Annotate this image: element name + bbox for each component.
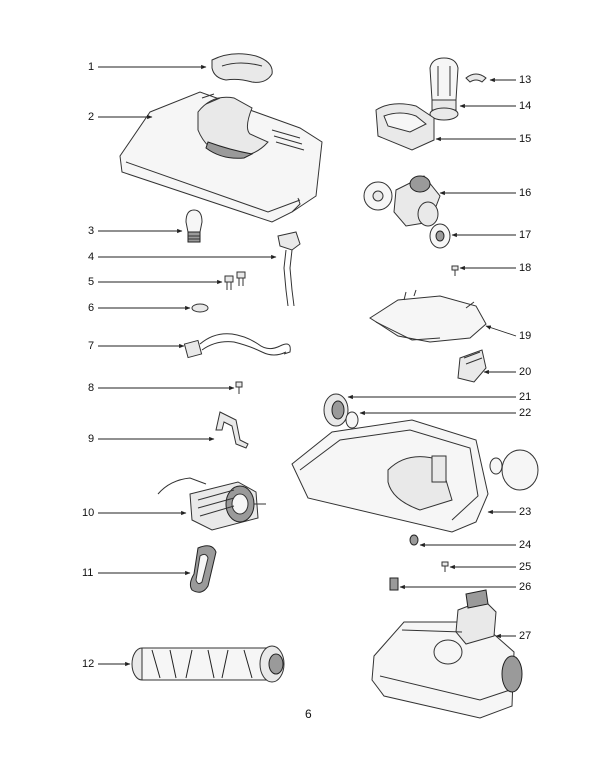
callout-10: 10 — [82, 507, 95, 519]
callout-23: 23 — [519, 506, 532, 518]
part-15-pedal-cover — [375, 103, 435, 151]
callout-14: 14 — [519, 100, 532, 112]
part-22-ring — [345, 411, 359, 429]
callout-16: 16 — [519, 187, 532, 199]
callout-15: 15 — [519, 133, 532, 145]
part-4-cord-bracket — [277, 231, 301, 307]
part-20-latch — [457, 349, 487, 383]
part-19-chassis-bracket — [369, 289, 487, 343]
callout-9: 9 — [88, 433, 95, 445]
page-number: 6 — [305, 707, 312, 721]
callout-2: 2 — [88, 111, 95, 123]
callout-6: 6 — [88, 302, 95, 314]
callout-4: 4 — [88, 251, 95, 263]
callout-27: 27 — [519, 630, 532, 642]
callout-1: 1 — [88, 61, 95, 73]
callout-5: 5 — [88, 276, 95, 288]
part-27-power-nozzle — [371, 589, 523, 719]
callout-17: 17 — [519, 229, 532, 241]
part-18-screw — [451, 265, 459, 276]
part-6-clip — [191, 303, 209, 313]
callout-22: 22 — [519, 407, 532, 419]
callout-11: 11 — [82, 567, 94, 579]
part-16-swivel-joint — [363, 175, 441, 227]
part-12-brushroll — [131, 645, 285, 683]
part-25-screw — [441, 561, 449, 572]
callout-25: 25 — [519, 561, 532, 573]
part-21-wheel — [323, 393, 349, 427]
callout-18: 18 — [519, 262, 532, 274]
callout-13: 13 — [519, 74, 532, 86]
callout-26: 26 — [519, 581, 532, 593]
callout-12: 12 — [82, 658, 95, 670]
callout-3: 3 — [88, 225, 95, 237]
part-7-wire-harness — [183, 333, 291, 359]
callout-7: 7 — [88, 340, 95, 352]
callout-24: 24 — [519, 539, 532, 551]
callout-8: 8 — [88, 382, 95, 394]
part-1-handle-cover — [211, 53, 273, 83]
part-10-motor — [157, 477, 266, 531]
part-9-bracket — [215, 411, 249, 449]
part-5-screws — [224, 271, 246, 290]
part-2-hood-cover — [119, 91, 323, 223]
callout-20: 20 — [519, 366, 532, 378]
part-17-washer — [429, 223, 451, 249]
part-23-base-housing — [291, 419, 539, 533]
part-3-light-bulb — [185, 209, 203, 243]
part-8-screw — [235, 381, 243, 394]
callout-21: 21 — [519, 391, 532, 403]
part-26-clip — [389, 577, 399, 591]
leader-lines — [98, 64, 517, 667]
part-14-handle-socket — [429, 57, 459, 121]
part-11-belt — [189, 545, 217, 593]
part-13-clip — [465, 73, 487, 83]
callout-19: 19 — [519, 330, 532, 342]
part-24-small-wheel — [409, 534, 419, 546]
